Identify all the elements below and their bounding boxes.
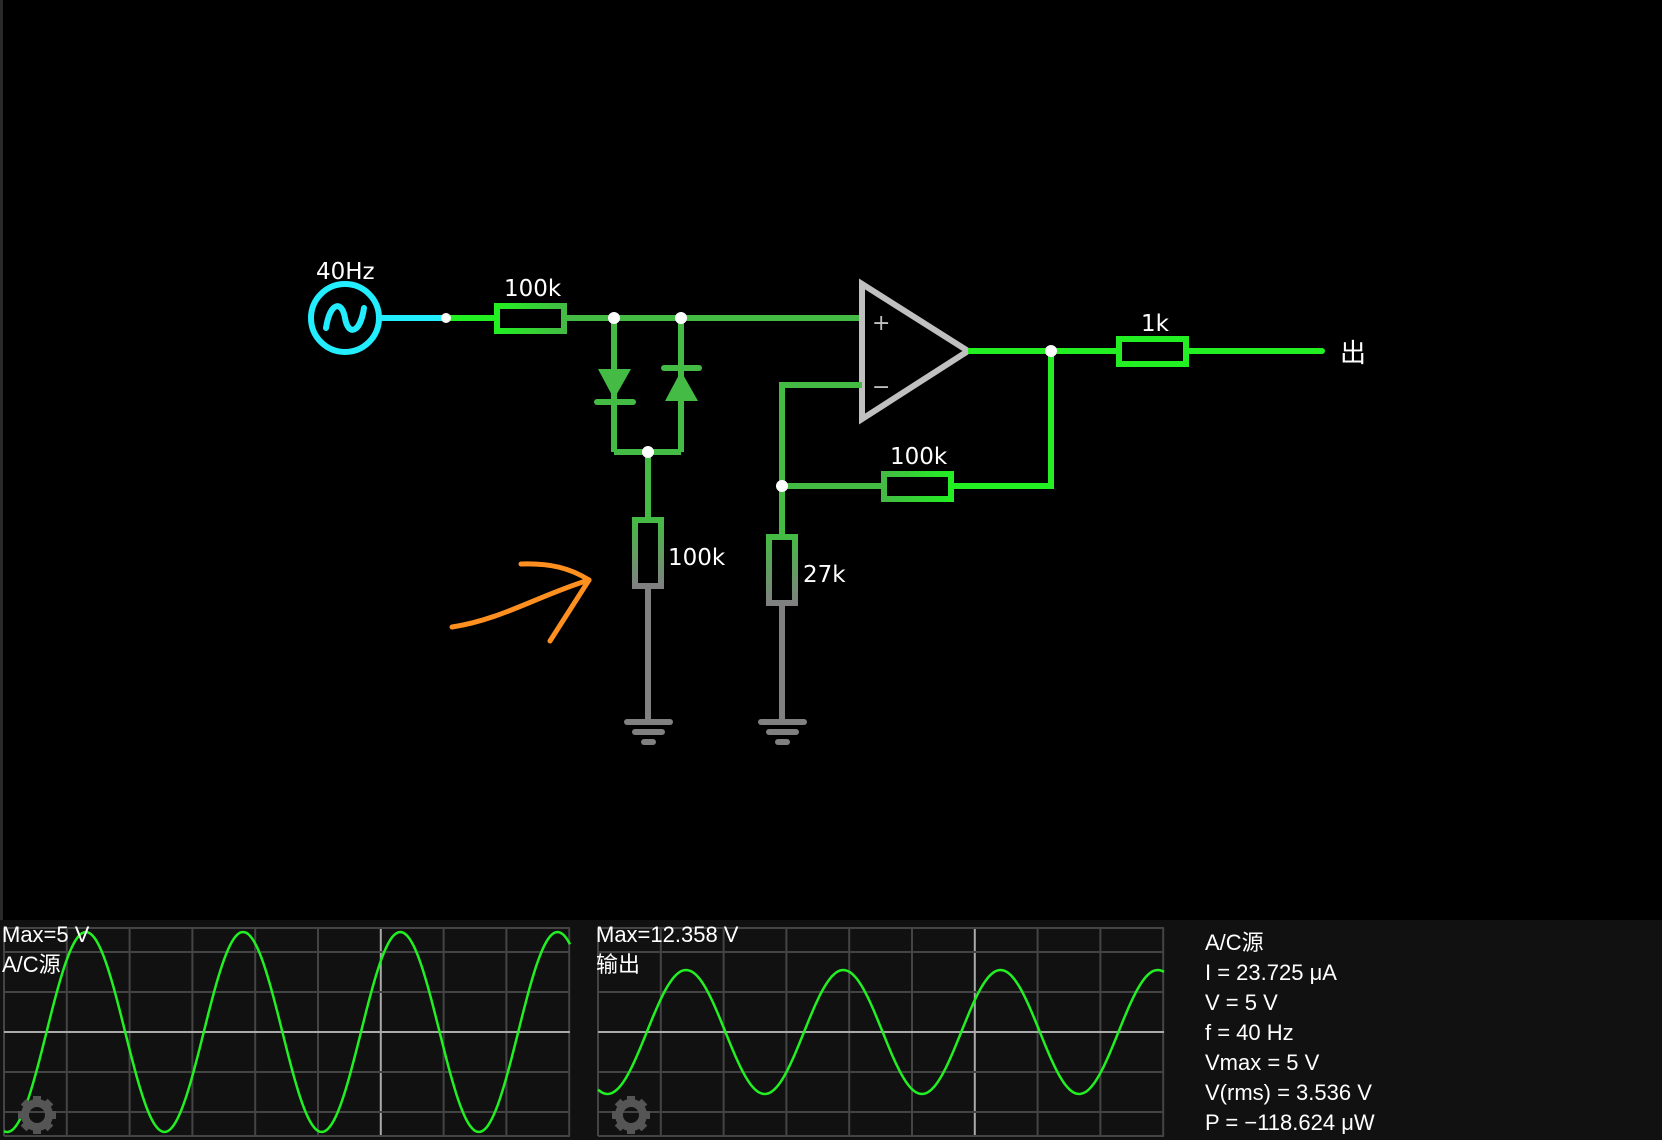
- ac-source[interactable]: 40Hz: [308, 259, 382, 355]
- scope-plot[interactable]: [594, 920, 1168, 1140]
- info-line: V(rms) = 3.536 V: [1205, 1080, 1372, 1105]
- info-line: V = 5 V: [1205, 990, 1278, 1015]
- node[interactable]: [642, 446, 654, 458]
- diode-down-icon[interactable]: [598, 369, 631, 399]
- bottom-panel: Max=5 V A/C源 Max=12.358 V 输出 A/C源 I = 23…: [0, 920, 1662, 1140]
- info-line: P = −118.624 μW: [1205, 1110, 1375, 1135]
- scope-labels: Max=12.358 V 输出: [596, 920, 738, 980]
- scope-name-label: A/C源: [2, 952, 61, 977]
- scope-max-label: Max=5 V: [2, 922, 90, 947]
- output-label: 出: [1340, 339, 1366, 369]
- resistor-input-label: 100k: [504, 276, 562, 302]
- scope-output[interactable]: Max=12.358 V 输出: [594, 920, 1168, 1140]
- diode-up-icon[interactable]: [665, 371, 698, 401]
- resistor-output-label: 1k: [1141, 311, 1170, 337]
- resistor-output[interactable]: [1116, 336, 1189, 367]
- info-title: A/C源: [1205, 930, 1264, 955]
- info-line: Vmax = 5 V: [1205, 1050, 1320, 1075]
- info-panel: A/C源 I = 23.725 μA V = 5 V f = 40 Hz Vma…: [1205, 928, 1375, 1138]
- ground-icon: [624, 719, 673, 745]
- ground-icon: [758, 719, 807, 745]
- node[interactable]: [776, 480, 788, 492]
- scope-waveform: [3, 930, 572, 1134]
- info-line: I = 23.725 μA: [1205, 960, 1337, 985]
- scope-max-label: Max=12.358 V: [596, 922, 739, 947]
- info-line: f = 40 Hz: [1205, 1020, 1294, 1045]
- node[interactable]: [608, 312, 620, 324]
- resistor-shunt[interactable]: [632, 517, 664, 589]
- resistor-input[interactable]: [494, 303, 567, 334]
- node[interactable]: [441, 313, 451, 323]
- resistor-ground-label: 27k: [803, 562, 846, 588]
- wire-feedback-right[interactable]: [953, 351, 1054, 489]
- resistor-ground[interactable]: [766, 534, 798, 606]
- node[interactable]: [675, 312, 687, 324]
- circuit-canvas[interactable]: 40Hz 100k 100k + − 100k 27k: [0, 0, 1662, 920]
- scope-waveform: [597, 968, 1165, 1096]
- scope-labels: Max=5 V A/C源: [2, 920, 89, 980]
- sine-glyph: [323, 303, 367, 333]
- node[interactable]: [1045, 345, 1057, 357]
- opamp[interactable]: + −: [859, 278, 974, 425]
- source-frequency-label: 40Hz: [316, 259, 375, 285]
- scope-ac-source[interactable]: Max=5 V A/C源: [0, 920, 574, 1140]
- diode-pair[interactable]: [594, 318, 702, 455]
- scope-plot[interactable]: [0, 920, 574, 1140]
- opamp-plus-label: +: [872, 311, 890, 336]
- gear-icon[interactable]: [17, 1095, 57, 1135]
- opamp-minus-label: −: [872, 375, 890, 400]
- resistor-feedback-label: 100k: [890, 444, 948, 470]
- resistor-shunt-label: 100k: [668, 545, 726, 571]
- scope-name-label: 输出: [596, 952, 641, 977]
- annotation-arrow-icon: [449, 561, 592, 644]
- window-edge: [0, 0, 3, 920]
- opamp-triangle-icon[interactable]: [859, 278, 974, 425]
- resistor-feedback[interactable]: [881, 471, 954, 502]
- gear-icon[interactable]: [611, 1095, 651, 1135]
- wire-minus-input[interactable]: [779, 382, 862, 535]
